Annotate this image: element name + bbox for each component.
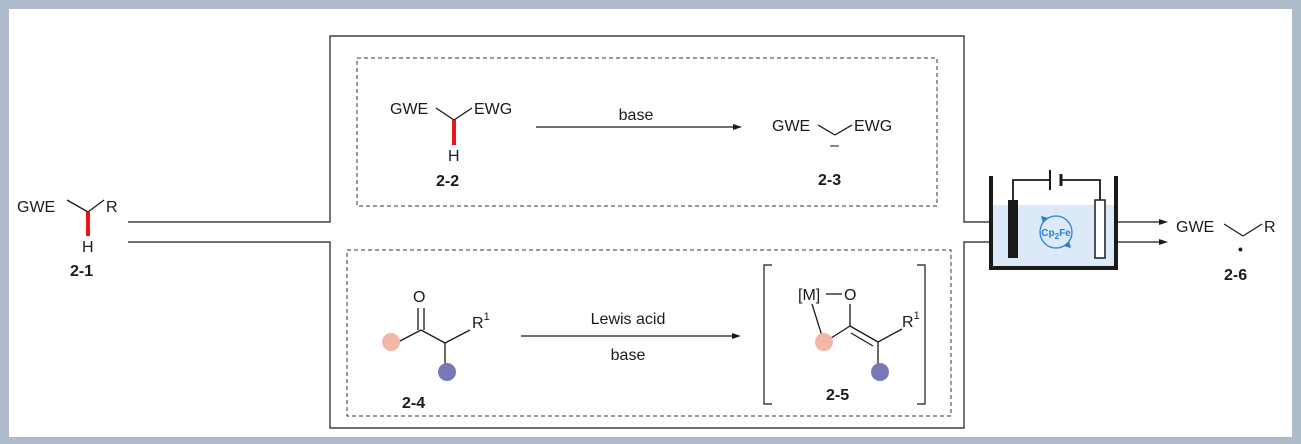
bond: [420, 329, 446, 344]
bond: [453, 107, 473, 121]
arrowhead: [1159, 239, 1168, 245]
bracket-right: [917, 264, 926, 405]
compound-2-2-hydrogen: H: [448, 148, 460, 165]
pathway-frame: [128, 35, 992, 429]
cycle-arrowhead-icon: [1064, 241, 1071, 248]
bond: [849, 325, 879, 343]
bond: [850, 332, 874, 347]
wire-right: [1061, 179, 1101, 200]
compound-2-5-metal: [M]: [798, 287, 820, 304]
bond: [397, 329, 422, 343]
arrowhead: [1159, 219, 1168, 225]
bond: [811, 303, 823, 337]
mediator-cycle-icon: [1039, 215, 1073, 249]
substituent-dot-purple: [871, 363, 889, 381]
reaction-1-box: [356, 57, 938, 207]
reaction-2: O R1 2-4 Lewis acid base [M] O R1 2-5: [382, 264, 926, 412]
bond: [87, 199, 105, 213]
wire-left: [1012, 179, 1050, 200]
bond: [444, 329, 471, 344]
compound-2-6-right-group: R: [1264, 219, 1276, 236]
compound-2-3-number: 2-3: [818, 172, 841, 189]
compound-2-1-number: 2-1: [70, 263, 93, 280]
bond: [834, 124, 853, 136]
cathode-electrode: [1094, 199, 1106, 259]
compound-2-1: GWE R H 2-1: [17, 199, 118, 280]
reaction-2-reagent-bottom: base: [611, 347, 646, 364]
bond: [1223, 223, 1244, 237]
compound-2-6-number: 2-6: [1224, 267, 1247, 284]
bracket-left: [763, 264, 772, 405]
reaction-1: GWE EWG H 2-2 base GWE EWG – 2-3: [390, 101, 892, 190]
substituent-dot-purple: [438, 363, 456, 381]
bond: [66, 199, 89, 213]
compound-2-4-number: 2-4: [402, 395, 425, 412]
radical-dot: •: [1238, 241, 1243, 257]
bond: [435, 107, 455, 121]
compound-2-2-number: 2-2: [436, 173, 459, 190]
substituent-dot-pink: [815, 333, 833, 351]
compound-2-6-left-group: GWE: [1176, 219, 1214, 236]
reaction-2-box: [346, 249, 952, 417]
compound-2-5-number: 2-5: [826, 387, 849, 404]
substituent-dot-pink: [382, 333, 400, 351]
compound-2-5-r-group: R1: [902, 310, 920, 331]
compound-2-4-oxygen: O: [413, 289, 425, 306]
carbanion-charge: –: [830, 137, 839, 154]
cycle-arrowhead-icon: [1041, 216, 1048, 223]
compound-2-5-oxygen: O: [844, 287, 856, 304]
reaction-1-reagent: base: [619, 107, 654, 124]
compound-2-3-right-group: EWG: [854, 118, 892, 135]
reaction-2-reagent-top: Lewis acid: [591, 311, 666, 328]
anode-electrode: [1008, 200, 1018, 258]
compound-2-1-hydrogen: H: [82, 239, 94, 256]
compound-2-4-r-group: R1: [472, 311, 490, 332]
compound-2-2-left-group: GWE: [390, 101, 428, 118]
reaction-1-arrowhead: [733, 124, 742, 130]
compound-2-6: GWE R • 2-6: [1176, 219, 1276, 284]
bond: [877, 328, 903, 343]
compound-2-1-right-group: R: [106, 199, 118, 216]
compound-2-1-left-group: GWE: [17, 199, 55, 216]
reaction-2-arrowhead: [732, 333, 741, 339]
electrochemical-cell: Cp2Fe: [989, 170, 1168, 270]
compound-2-3-left-group: GWE: [772, 118, 810, 135]
bond: [817, 124, 836, 136]
compound-2-2-right-group: EWG: [474, 101, 512, 118]
bond: [1242, 223, 1263, 237]
mediator-label: Cp2Fe: [1041, 228, 1071, 241]
